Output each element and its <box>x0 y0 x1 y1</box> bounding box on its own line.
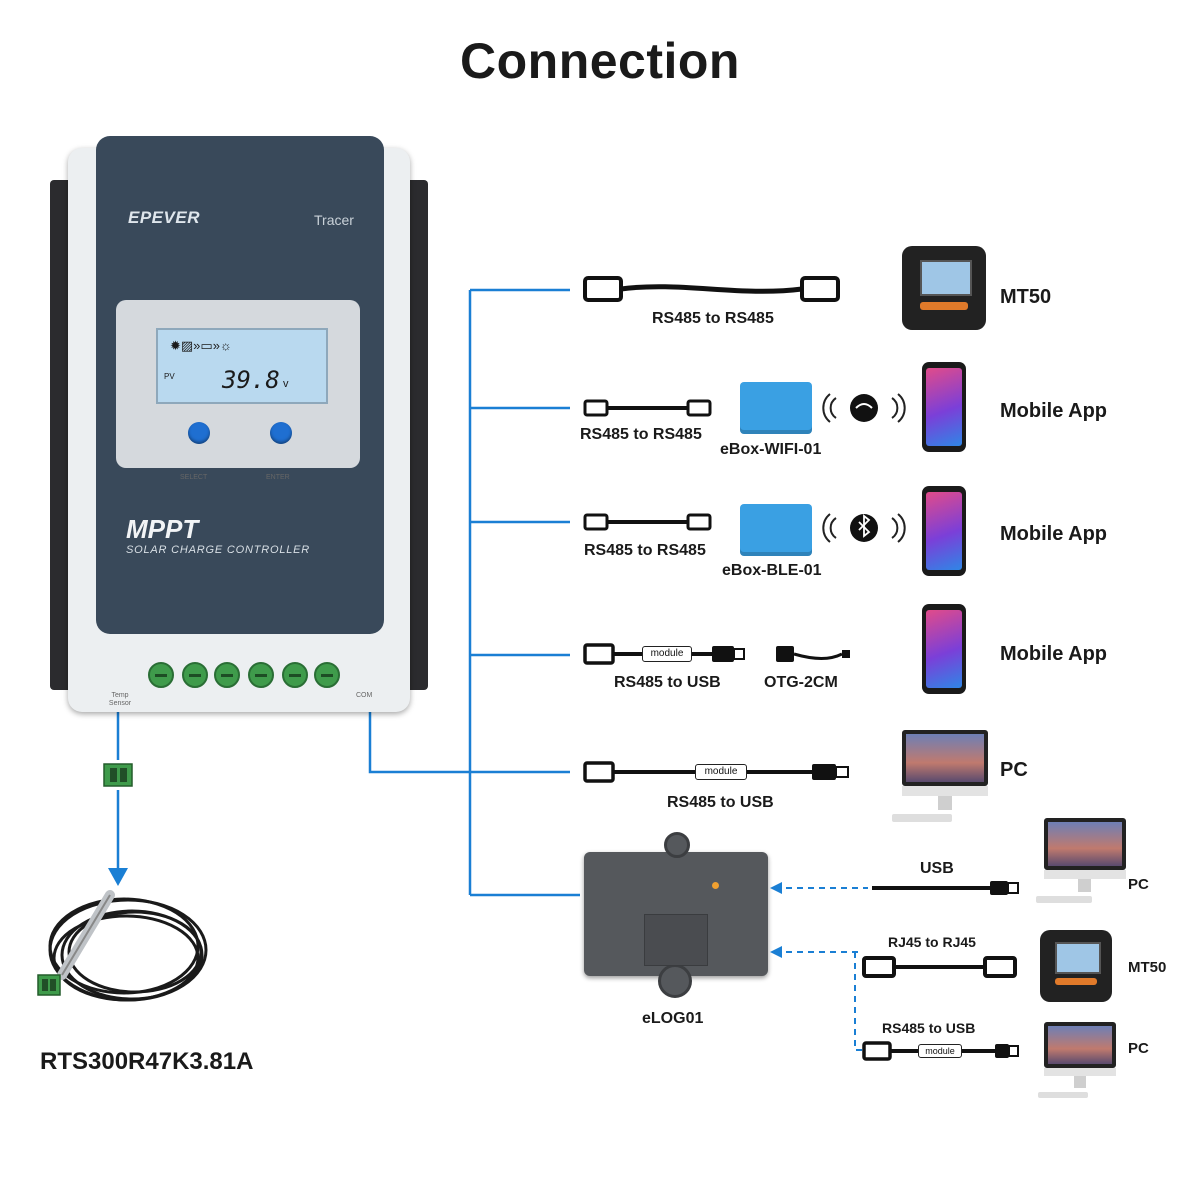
status-led <box>712 882 719 889</box>
mounting-wing-left <box>50 180 72 690</box>
mt50-buttons <box>1055 978 1097 985</box>
device-label-app-3: Mobile App <box>1000 643 1108 665</box>
enter-button[interactable] <box>270 422 292 444</box>
cable-label-2: RS485 to RS485 <box>580 426 702 443</box>
brand-logo: EPEVER <box>128 208 200 227</box>
mt50-screen <box>1055 942 1101 974</box>
monitor-stand <box>1074 1076 1086 1088</box>
product-subtitle: SOLAR CHARGE CONTROLLER <box>126 544 311 556</box>
monitor-chin <box>902 786 988 796</box>
monitor-stand <box>938 796 952 810</box>
pv-terminal-positive <box>148 662 174 688</box>
select-label: SELECT <box>180 474 208 481</box>
module-tag-4: module <box>642 646 692 662</box>
ebox-wifi-module <box>740 382 812 434</box>
enter-label: ENTER <box>266 474 290 481</box>
device-label-pc-1: PC <box>1000 759 1028 781</box>
smartphone-1 <box>922 362 966 452</box>
device-label-mt50: MT50 <box>1000 286 1052 308</box>
module-tag-elog: module <box>918 1044 962 1058</box>
mt50-screen <box>920 260 972 296</box>
device-label-app-2: Mobile App <box>1000 523 1108 545</box>
mt50-remote-meter-2 <box>1040 930 1112 1002</box>
temp-sensor-port-label: Temp Sensor <box>108 692 132 707</box>
mounting-wing-right <box>406 180 428 690</box>
load-terminal-positive <box>282 662 308 688</box>
adapter-label-ble: eBox-BLE-01 <box>722 562 822 579</box>
elog-label: eLOG01 <box>642 1010 704 1027</box>
monitor-screen <box>1044 818 1126 870</box>
model-label: Tracer <box>314 212 354 228</box>
phone-screen <box>926 492 962 570</box>
monitor-chin <box>1044 870 1126 879</box>
monitor-screen <box>902 730 988 786</box>
module-tag-5: module <box>695 764 747 780</box>
load-terminal-negative <box>314 662 340 688</box>
mount-ear-top <box>664 832 690 858</box>
elog-device-label-1: PC <box>1128 876 1149 893</box>
device-label-app-1: Mobile App <box>1000 400 1108 422</box>
lcd-voltage-value: 39.8 <box>222 366 280 394</box>
lcd-pv-label: PV <box>164 372 175 381</box>
monitor-screen <box>1044 1022 1116 1068</box>
smartphone-2 <box>922 486 966 576</box>
elog-device-label-2: MT50 <box>1128 959 1167 976</box>
battery-terminal-positive <box>214 662 240 688</box>
monitor-chin <box>1044 1068 1116 1076</box>
battery-terminal-negative <box>248 662 274 688</box>
cable-label-4: RS485 to USB <box>614 674 721 691</box>
pc-computer-2 <box>1036 818 1128 908</box>
adapter-label-wifi: eBox-WIFI-01 <box>720 441 822 458</box>
monitor-stand <box>1078 879 1091 892</box>
lcd-voltage-unit: v <box>283 378 289 390</box>
com-port-label: COM <box>356 692 373 699</box>
elog-cable-label-2: RJ45 to RJ45 <box>888 934 976 950</box>
mount-ear-bottom <box>658 964 692 998</box>
smartphone-3 <box>922 604 966 694</box>
select-button[interactable] <box>188 422 210 444</box>
phone-screen <box>926 610 962 688</box>
elog-port <box>644 914 708 966</box>
cable-label-5: RS485 to USB <box>667 794 774 811</box>
keyboard <box>1038 1092 1088 1098</box>
cable-label-1: RS485 to RS485 <box>652 310 774 327</box>
diagram-title: Connection <box>460 33 740 89</box>
ebox-ble-module <box>740 504 812 556</box>
cable-label-3: RS485 to RS485 <box>584 542 706 559</box>
lcd-screen <box>156 328 328 404</box>
product-name: MPPT <box>126 514 199 544</box>
pc-computer-1 <box>892 730 988 826</box>
elog01-logger <box>584 832 768 998</box>
phone-screen <box>926 368 962 446</box>
pc-computer-3 <box>1038 1022 1120 1102</box>
elog-cable-label-1: USB <box>920 860 954 877</box>
sensor-label: RTS300R47K3.81A <box>40 1048 254 1075</box>
elog-cable-label-3: RS485 to USB <box>882 1020 976 1036</box>
keyboard <box>1036 896 1092 903</box>
mt50-buttons <box>920 302 968 310</box>
mt50-remote-meter <box>902 246 986 330</box>
lcd-status-icons: ✹▨»▭»☼ <box>170 338 232 353</box>
pv-terminal-negative <box>182 662 208 688</box>
elog-device-label-3: PC <box>1128 1040 1149 1057</box>
adapter-label-otg: OTG-2CM <box>764 674 838 691</box>
keyboard <box>892 814 952 822</box>
